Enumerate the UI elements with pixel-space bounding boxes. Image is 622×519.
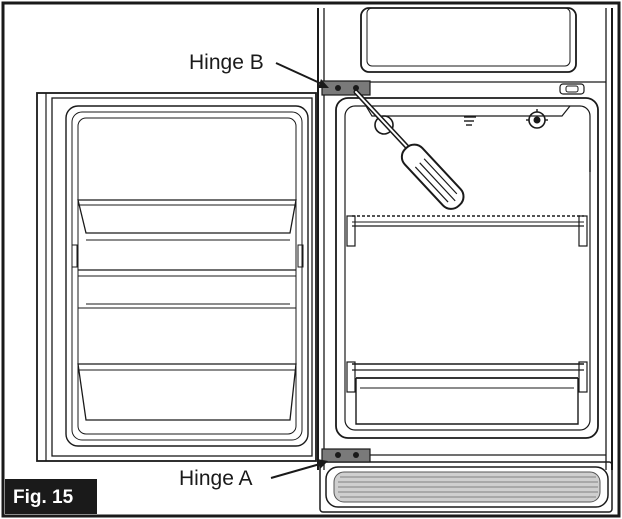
hinge-b-label: Hinge B [189,51,264,74]
hinge-a-leader [270,463,321,479]
figure-caption: Fig. 15 [13,487,74,508]
hinge-a-label: Hinge A [179,467,253,490]
hinge-a-arrowhead [317,459,328,469]
refrigerator-door [36,92,317,462]
fresh-food-compartment [335,97,599,439]
hinge-b-leader [275,62,323,85]
figure-caption-badge [5,479,97,514]
base-grille [319,454,613,513]
screwdriver-icon [353,89,465,210]
hinge-a-plate [321,448,371,463]
hinge-b-arrowhead [318,79,329,88]
hinge-b-plate [321,80,371,96]
